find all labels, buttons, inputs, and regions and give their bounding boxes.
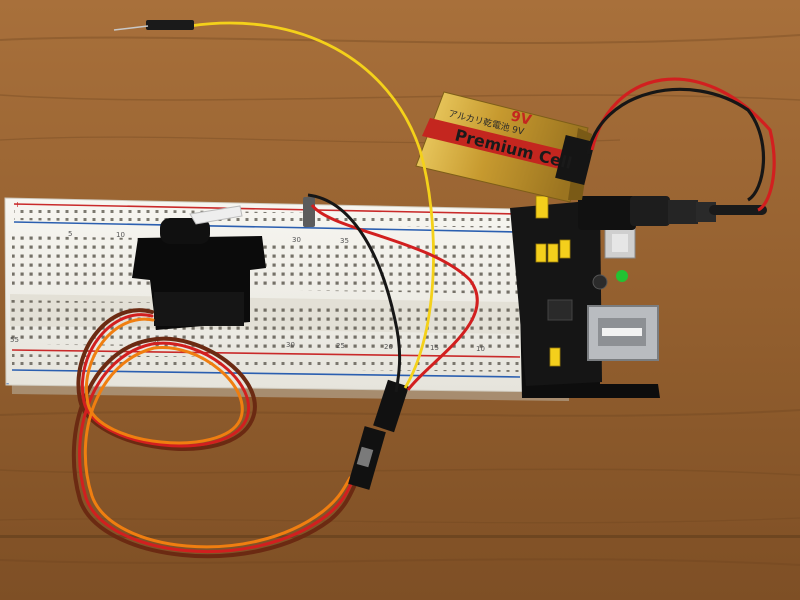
servo-ribbon-cable	[71, 308, 360, 559]
table-plank-seam	[0, 535, 800, 538]
row-number-top-35: 35	[340, 237, 349, 245]
battery-9v: Premium Cell 9V アルカリ乾電池 9V	[415, 91, 595, 203]
row-number-bottom-10: 10	[476, 345, 485, 353]
row-number-bottom-20: 20	[384, 343, 393, 351]
status-led	[616, 270, 628, 282]
row-number-bottom-30: 30	[286, 341, 295, 349]
row-number-top-30: 30	[292, 236, 301, 244]
dupont-connectors	[348, 379, 409, 490]
dc-plug-cable	[630, 196, 767, 226]
red-jumper-wire	[310, 204, 479, 391]
battery-snap-connector	[555, 135, 595, 185]
yellow-jumper-block	[535, 195, 571, 367]
row-number-bottom-55: 55	[10, 336, 19, 344]
rail-plus-label: +	[14, 200, 21, 209]
power-supply-module	[510, 195, 660, 398]
servo-motor	[132, 205, 266, 330]
black-jumper-wire	[307, 193, 402, 393]
rail-minus-label: -	[6, 379, 9, 389]
row-number-top-5: 5	[68, 230, 72, 238]
row-number-top-10: 10	[116, 231, 125, 239]
barrel-jack	[578, 196, 636, 230]
yellow-jumper-wire	[189, 21, 435, 389]
rail-blue-top	[13, 221, 521, 233]
battery-red-wire	[590, 77, 776, 212]
yellow-wire-pin-head	[146, 20, 194, 30]
header-pin-jumper	[303, 197, 315, 227]
row-number-bottom-15: 15	[430, 344, 439, 352]
servo-horn	[189, 205, 243, 225]
battery-voltage-label: 9V	[509, 108, 533, 129]
rail-blue-bottom	[11, 369, 521, 378]
row-number-bottom-25: 25	[336, 342, 345, 350]
battery-black-wire	[586, 87, 766, 202]
wood-grain	[0, 34, 800, 566]
rail-red-top	[13, 203, 521, 215]
